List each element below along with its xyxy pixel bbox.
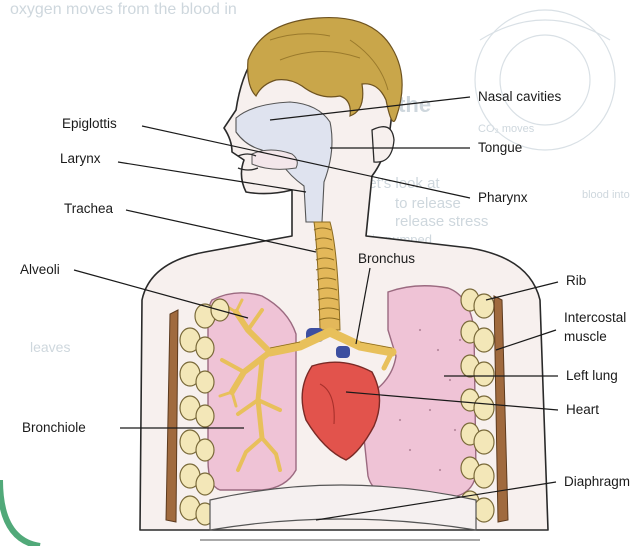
background-snippet: release stress: [395, 213, 488, 230]
label-intercostal: Intercostal: [564, 310, 626, 325]
label-rib: Rib: [566, 273, 586, 288]
ear: [372, 127, 394, 162]
label-left-lung: Left lung: [566, 368, 618, 383]
label-muscle: muscle: [564, 329, 607, 344]
label-nasal-cavities: Nasal cavities: [478, 89, 562, 104]
label-larynx: Larynx: [60, 151, 101, 166]
label-epiglottis: Epiglottis: [62, 116, 117, 131]
background-snippet: CO₂ moves: [478, 123, 535, 135]
label-diaphragm: Diaphragm: [564, 474, 630, 489]
label-bronchus: Bronchus: [358, 251, 415, 266]
label-trachea: Trachea: [64, 201, 114, 216]
background-snippet: blood into: [582, 189, 630, 201]
label-bronchiole: Bronchiole: [22, 420, 86, 435]
label-alveoli: Alveoli: [20, 262, 60, 277]
background-snippet: to release: [395, 195, 461, 212]
label-pharynx: Pharynx: [478, 190, 528, 205]
green-page-edge: [0, 480, 40, 546]
label-heart: Heart: [566, 402, 599, 417]
background-snippet: leaves: [30, 339, 70, 355]
label-tongue: Tongue: [478, 140, 522, 155]
background-snippet: oxygen moves from the blood in: [10, 1, 237, 18]
